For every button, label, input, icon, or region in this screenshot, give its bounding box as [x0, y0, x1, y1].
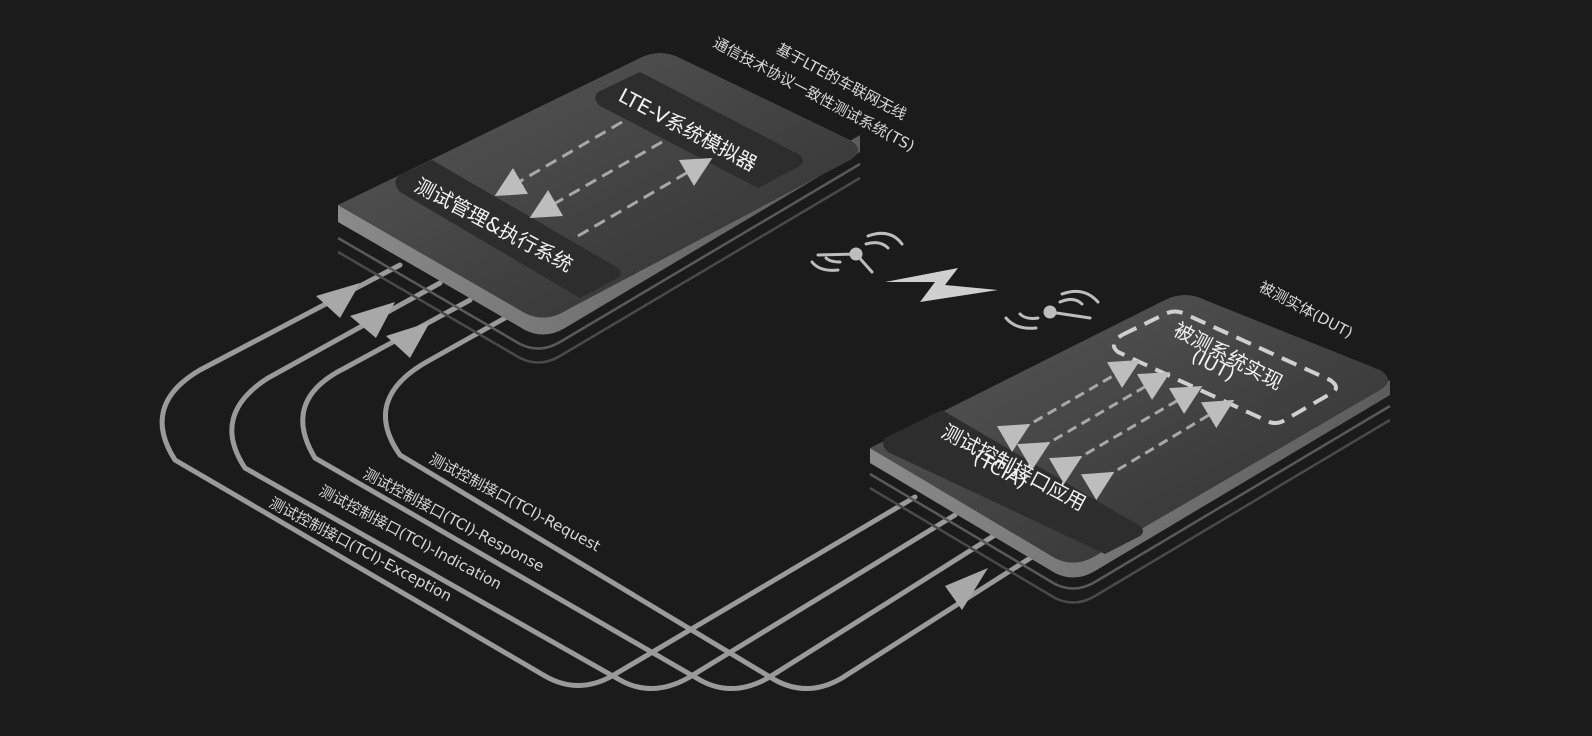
ts-internal-arrows: [494, 120, 713, 238]
antenna-icon: [810, 231, 904, 274]
arrowhead-indication: [350, 302, 395, 338]
ts-board: LTE-V系统模拟器 测试管理&执行系统: [337, 53, 861, 364]
arrowhead-request: [945, 568, 988, 610]
antenna-icon: [1004, 289, 1100, 330]
arrowhead-response: [386, 322, 430, 358]
tci-request-line: [383, 315, 1038, 691]
tci-exception-line: [159, 262, 918, 688]
tci-indication-line: [229, 280, 958, 691]
lightning-icon: [885, 268, 998, 302]
arrowhead-exception: [316, 283, 360, 318]
dut-board: 被测系统实现 (IUT) 测试控制接口应用 (TCIA): [869, 295, 1391, 604]
tci-response-line: [300, 297, 998, 691]
dut-internal-arrows: [996, 359, 1235, 501]
tci-lines: [159, 262, 1038, 691]
tci-arrowheads: [316, 283, 988, 610]
